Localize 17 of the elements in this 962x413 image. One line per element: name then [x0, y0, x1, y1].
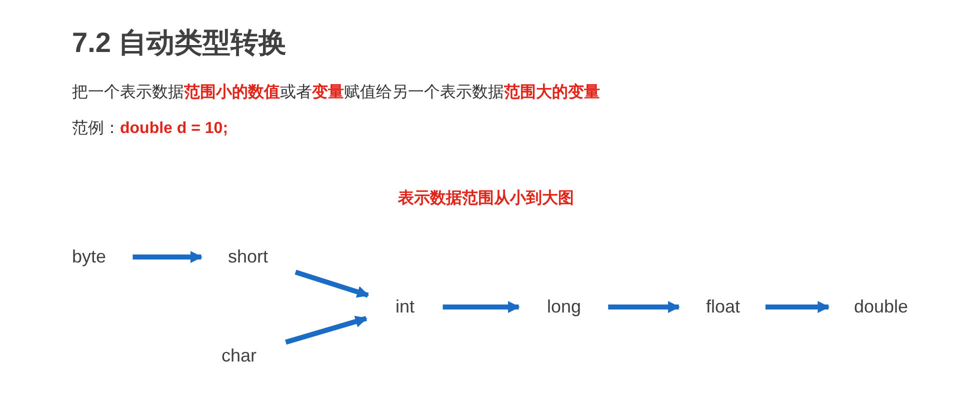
arrow	[442, 301, 520, 313]
arrow	[132, 251, 202, 263]
type-label: char	[210, 344, 268, 368]
description-text: 把一个表示数据范围小的数值或者变量赋值给另一个表示数据范围大的变量	[72, 82, 600, 103]
arrow	[608, 301, 680, 313]
arrow	[285, 316, 368, 345]
slide-title: 7.2 自动类型转换	[72, 26, 287, 60]
example-text: 范例：double d = 10;	[72, 118, 228, 139]
type-label: byte	[60, 244, 118, 270]
type-label: int	[384, 294, 426, 320]
type-label: long	[534, 294, 594, 320]
diagram-heading: 表示数据范围从小到大图	[398, 188, 574, 209]
arrow	[294, 270, 370, 298]
type-label: float	[694, 294, 752, 320]
arrow	[766, 301, 830, 313]
type-label: short	[216, 244, 280, 270]
type-label: double	[842, 294, 920, 320]
